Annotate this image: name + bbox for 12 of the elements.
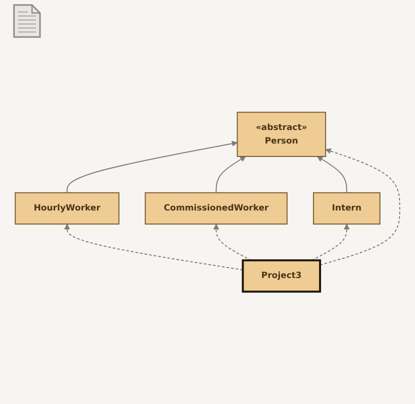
arrow	[64, 224, 244, 270]
arrow	[320, 148, 400, 266]
node-box: HourlyWorker	[14, 192, 120, 225]
node-box: CommissionedWorker	[144, 192, 288, 225]
node-box: Project3	[242, 259, 322, 293]
arrow	[311, 224, 350, 261]
arrow	[216, 156, 246, 194]
arrow	[317, 156, 348, 194]
node-box: «abstract» Person	[236, 112, 326, 157]
arrow	[66, 140, 238, 194]
arrow	[213, 224, 252, 261]
node-box: Intern	[312, 192, 380, 225]
